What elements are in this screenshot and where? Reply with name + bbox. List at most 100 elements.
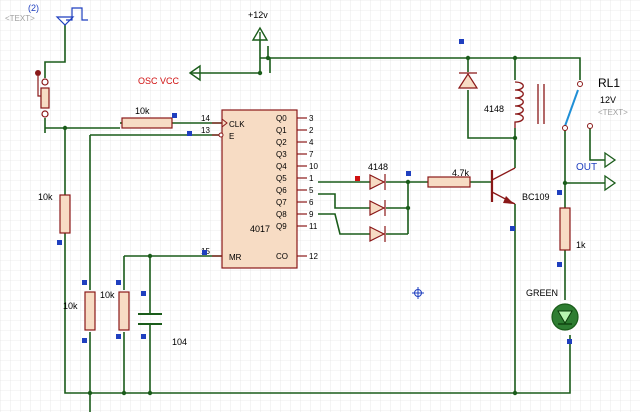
active-pin-marker [355, 176, 360, 181]
svg-text:1: 1 [309, 174, 314, 183]
svg-text:Q4: Q4 [276, 162, 287, 171]
relay-rl1[interactable]: RL1 12V <TEXT> [514, 76, 628, 131]
svg-text:5: 5 [309, 186, 314, 195]
out-label: OUT [576, 162, 597, 173]
resistor-clk[interactable]: 10k [121, 106, 173, 129]
capacitor[interactable]: 104 [138, 313, 187, 347]
svg-text:13: 13 [201, 126, 210, 135]
resistor-led[interactable]: 1k [559, 207, 586, 251]
wire-flyback [467, 58, 515, 139]
relay-contact-arm [564, 89, 579, 127]
terminal-arrow-icon [604, 174, 617, 192]
resistor-base[interactable]: 4.7k [427, 168, 471, 188]
svg-text:MR: MR [229, 253, 242, 262]
source-terminal-icon [55, 16, 75, 26]
flyback-diode[interactable]: 4148 [457, 72, 504, 114]
svg-text:E: E [229, 132, 234, 141]
transistor-label: BC109 [522, 192, 550, 202]
svg-text:Q6: Q6 [276, 186, 287, 195]
svg-text:CO: CO [276, 252, 288, 261]
source-text-hint: <TEXT> [5, 14, 35, 23]
svg-text:Q5: Q5 [276, 174, 287, 183]
wire-diode-common [386, 181, 409, 235]
wire-q8 [318, 213, 370, 235]
svg-text:11: 11 [309, 222, 318, 231]
resistor-right[interactable]: 10k [100, 290, 130, 331]
ic-pin-e[interactable]: 13 E [201, 126, 234, 141]
led-label: GREEN [526, 288, 558, 298]
resistor-right-label: 10k [100, 290, 115, 300]
wire-ground-bus [64, 233, 571, 394]
diode-icon [369, 174, 386, 190]
terminal-arrow-icon [188, 64, 201, 82]
wire-vcc-top [267, 46, 581, 80]
led-green[interactable]: GREEN [526, 288, 579, 331]
resistor-mid[interactable]: 10k [63, 291, 96, 331]
diode-array[interactable]: 4148 [368, 162, 388, 242]
resistor-left[interactable]: 10k [38, 192, 71, 234]
svg-text:4: 4 [309, 138, 314, 147]
ic-pin-q2[interactable]: Q2 4 [276, 138, 314, 147]
osc-vcc-label: OSC VCC [138, 76, 180, 86]
capacitor-label: 104 [172, 337, 187, 347]
svg-text:Q1: Q1 [276, 126, 287, 135]
led-diode-icon [557, 310, 573, 324]
ic-4017[interactable]: 4017 14 CLK 13 E 1 5 MR Q03 Q1 [201, 109, 318, 269]
vcc-terminal[interactable]: +12v [248, 10, 269, 41]
relay-text-hint: <TEXT> [598, 108, 628, 117]
relay-voltage: 12V [600, 95, 616, 105]
emitter-arrow-icon [503, 196, 514, 204]
wires [44, 25, 605, 412]
svg-text:9: 9 [309, 210, 314, 219]
ic-name: 4017 [250, 224, 270, 234]
resistor-base-label: 4.7k [452, 168, 470, 178]
ic-pin-q5[interactable]: Q5 1 [276, 174, 314, 183]
svg-text:6: 6 [309, 198, 314, 207]
resistor-mid-label: 10k [63, 301, 78, 311]
wire-source [44, 25, 66, 78]
ic-right-pin-lines [297, 117, 307, 257]
ic-body [221, 109, 298, 269]
svg-text:Q0: Q0 [276, 114, 287, 123]
relay-coil-icon [514, 81, 524, 128]
power-arrow-icon [251, 26, 269, 41]
wire-q6 [318, 193, 370, 209]
wire-e [89, 134, 222, 290]
pulse-waveform-icon [66, 7, 88, 21]
ic-pin-co[interactable]: CO 12 [276, 252, 318, 261]
svg-text:10: 10 [309, 162, 318, 171]
push-switch[interactable] [35, 70, 50, 118]
source-number: (2) [28, 3, 39, 13]
signal-source[interactable]: (2) <TEXT> [5, 3, 88, 26]
diode-icon [369, 200, 386, 216]
junctions [62, 55, 568, 396]
ic-pin-clk[interactable]: 14 CLK [201, 114, 245, 129]
svg-text:Q2: Q2 [276, 138, 287, 147]
ic-pin-q6[interactable]: Q6 5 [276, 186, 314, 195]
out-terminal[interactable]: OUT [576, 151, 617, 192]
terminal-arrow-icon [604, 151, 617, 169]
wire-relay-nc [589, 128, 605, 161]
ic-pin-q4[interactable]: Q4 10 [276, 162, 318, 171]
clock-edge-icon [221, 118, 228, 128]
svg-text:CLK: CLK [229, 120, 245, 129]
switch-button-icon [35, 70, 41, 76]
diode-icon [369, 226, 386, 242]
svg-text:12: 12 [309, 252, 318, 261]
transistor-bc109[interactable]: BC109 [490, 167, 550, 205]
flyback-diode-label: 4148 [484, 104, 504, 114]
pin-markers [57, 39, 572, 344]
osc-vcc-terminal[interactable]: OSC VCC [138, 64, 201, 86]
svg-text:7: 7 [309, 150, 314, 159]
resistor-led-label: 1k [576, 240, 586, 250]
relay-name: RL1 [598, 76, 620, 90]
diode-array-label: 4148 [368, 162, 388, 172]
